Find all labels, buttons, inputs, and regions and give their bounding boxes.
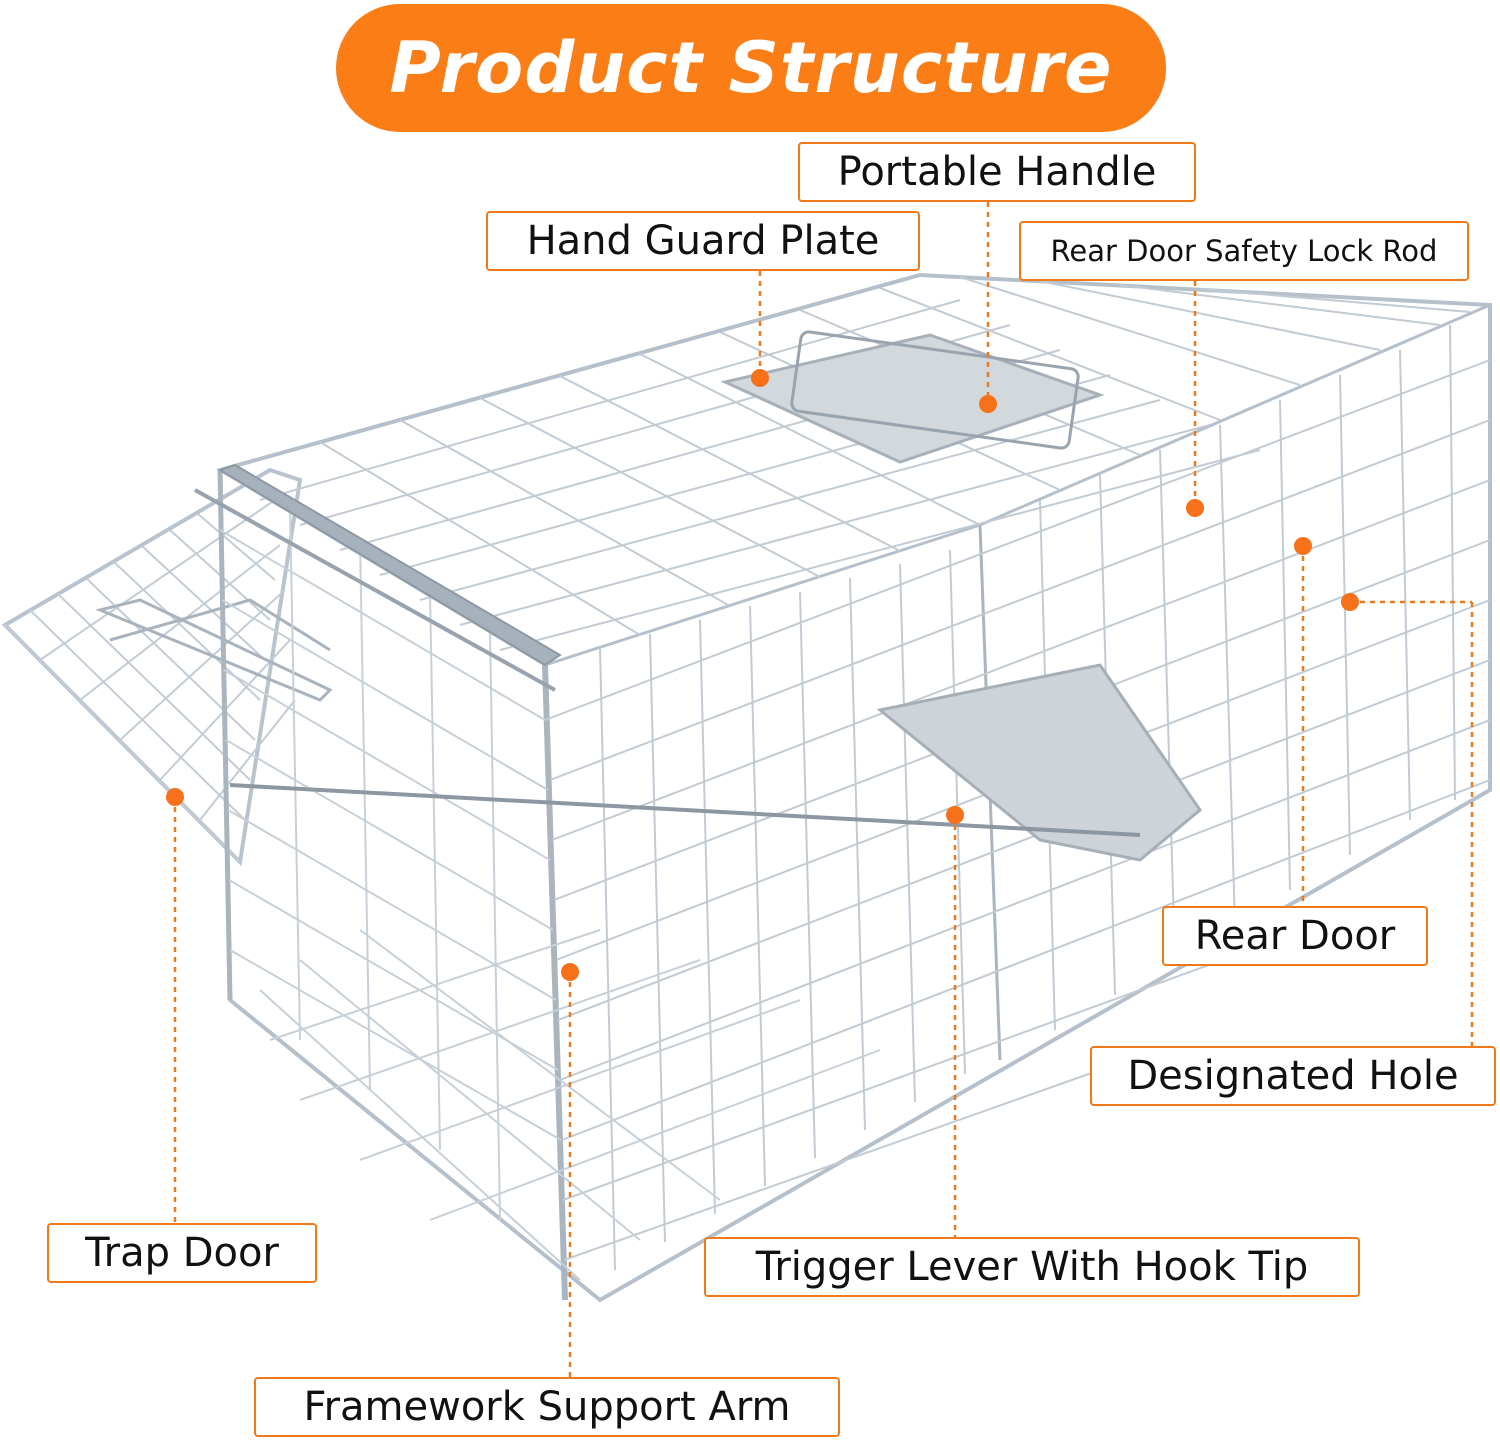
title-banner: Product Structure: [336, 4, 1166, 132]
label-framework-support-arm: Framework Support Arm: [254, 1377, 840, 1437]
leader-lines: [173, 202, 1474, 1377]
label-portable-handle: Portable Handle: [798, 142, 1196, 202]
callout-dots: [166, 369, 1359, 981]
label-trap-door: Trap Door: [47, 1223, 317, 1283]
cage-body-drawing: [216, 272, 1492, 1303]
label-rear-door: Rear Door: [1162, 906, 1428, 966]
trigger-plate-drawing: [876, 663, 1203, 862]
label-designated-hole: Designated Hole: [1090, 1046, 1496, 1106]
trigger-lever-drawing: [229, 783, 1141, 837]
hand-guard-plate-drawing: [720, 330, 1105, 464]
trap-door-drawing: [1, 467, 333, 867]
label-hand-guard-plate: Hand Guard Plate: [486, 211, 920, 271]
page-title: Product Structure: [389, 27, 1113, 109]
label-trigger-lever: Trigger Lever With Hook Tip: [704, 1237, 1360, 1297]
label-rear-door-safety-lock-rod: Rear Door Safety Lock Rod: [1019, 221, 1469, 281]
front-frame-bar-drawing: [194, 463, 562, 692]
